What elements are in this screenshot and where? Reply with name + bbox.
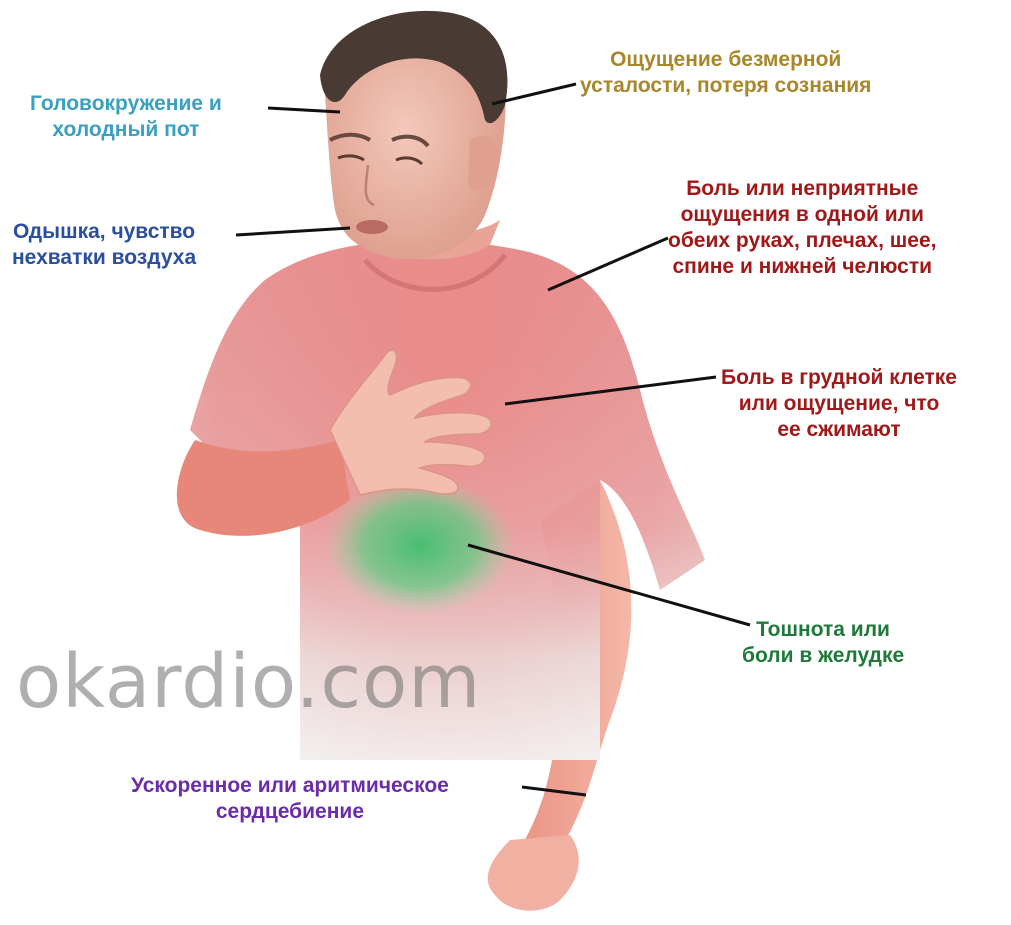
label-heartbeat: Ускоренное или аритмическое сердцебиение bbox=[131, 773, 449, 825]
label-fatigue: Ощущение безмерной усталости, потеря соз… bbox=[580, 47, 871, 99]
label-nausea: Тошнота или боли в желудке bbox=[742, 617, 904, 669]
label-arm-pain: Боль или неприятные ощущения в одной или… bbox=[668, 176, 937, 280]
leader-nausea bbox=[468, 545, 750, 625]
label-breath: Одышка, чувство нехватки воздуха bbox=[12, 219, 196, 271]
label-dizziness: Головокружение и холодный пот bbox=[30, 91, 222, 143]
leader-fatigue bbox=[492, 84, 576, 104]
label-chest-pain: Боль в грудной клетке или ощущение, что … bbox=[721, 365, 957, 443]
leader-chest-pain bbox=[505, 377, 716, 404]
leader-breath bbox=[236, 228, 350, 235]
leader-heartbeat bbox=[522, 787, 586, 795]
leader-dizziness bbox=[268, 108, 340, 112]
leader-arm-pain bbox=[548, 238, 668, 290]
watermark: okardio.com bbox=[16, 642, 481, 722]
